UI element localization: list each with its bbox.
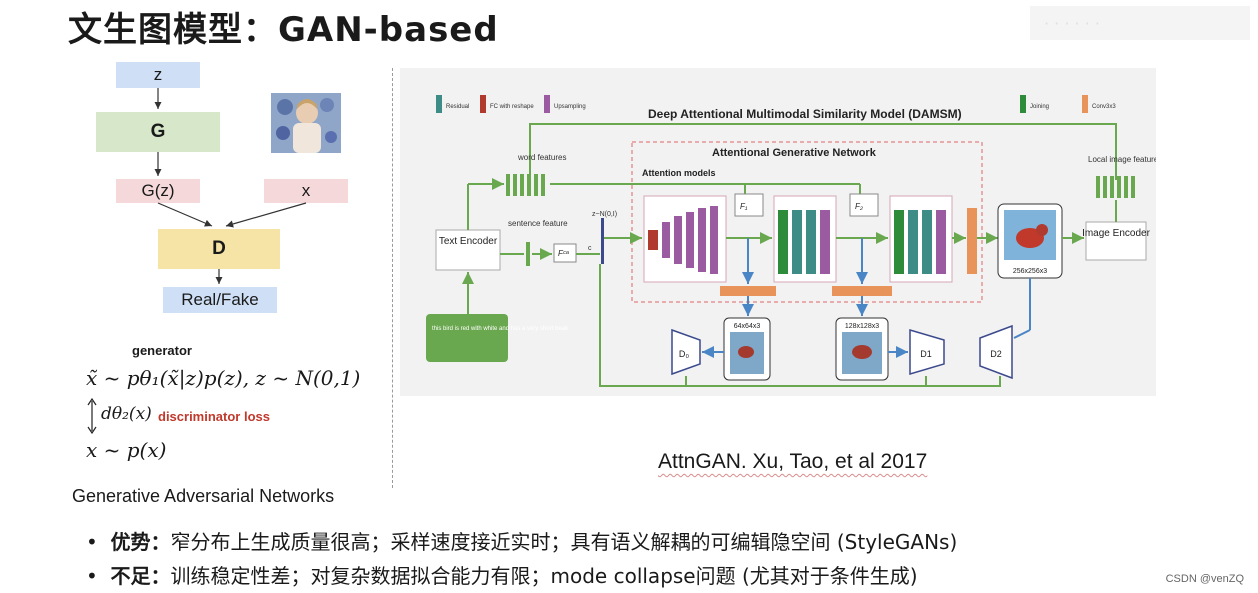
x-label: x (301, 181, 311, 200)
footer-credit: CSDN @venZQ (1165, 573, 1244, 585)
d2-label: D2 (990, 349, 1002, 359)
svg-text:F₁: F₁ (740, 202, 748, 211)
advantages-text: 窄分布上生成质量很高；采样速度接近实时；具有语义解耦的可编辑隐空间 (Style… (170, 530, 958, 554)
disadvantages-text: 训练稳定性差；对复杂数据拟合能力有限；mode collapse问题 (尤其对于… (170, 564, 918, 588)
gan-arrows (154, 88, 307, 284)
advantages-head: 优势： (110, 530, 171, 554)
generator-equation: x̃ ~ pθ₁(x̃|z)p(z), z ~ N(0,1) (86, 366, 361, 390)
discriminator-label: D (212, 238, 226, 259)
generator-text: generator (132, 343, 192, 358)
agn-title: Attentional Generative Network (712, 147, 877, 159)
damsm-title: Deep Attentional Multimodal Similarity M… (648, 107, 962, 121)
generator-box: G (96, 112, 220, 152)
discriminator-box: D (158, 229, 280, 269)
legend-joining: Joining (1030, 104, 1049, 110)
x-box: x (264, 179, 348, 203)
discriminator-equation: dθ₂(x) (101, 404, 152, 424)
gz-box: G(z) (116, 179, 200, 203)
text-encoder-label: Text Encoder (439, 236, 498, 247)
section-divider (392, 68, 393, 488)
prompt-text: this bird is red with white and has a ve… (432, 326, 569, 332)
attention-models-label: Attention models (642, 168, 716, 178)
page-title: 文生图模型：GAN-based (68, 10, 499, 50)
z-box: z (116, 62, 200, 88)
output-box: Real/Fake (163, 287, 277, 313)
image-encoder-label: Image Encoder (1082, 228, 1150, 239)
d0-label: D₀ (679, 349, 689, 359)
legend-upsampling-swatch (544, 95, 550, 113)
legend-residual: Residual (446, 104, 469, 110)
attngan-figure: Residual FC with reshape Upsampling Join… (400, 68, 1156, 396)
bullet-dot: • (86, 530, 111, 554)
res128-label: 128x128x3 (845, 323, 879, 330)
output-label: Real/Fake (181, 290, 259, 309)
d1-label: D1 (920, 349, 932, 359)
gz-label: G(z) (141, 181, 175, 200)
legend-residual-swatch (436, 95, 442, 113)
data-equation: x ~ p(x) (86, 438, 167, 462)
svg-text:· · · · · ·: · · · · · · (1044, 14, 1100, 33)
res256-label: 256x256x3 (1013, 268, 1047, 275)
legend-fc-swatch (480, 95, 486, 113)
generator-label: G (150, 121, 166, 142)
legend-upsampling: Upsampling (554, 104, 586, 110)
gan-caption: Generative Adversarial Networks (72, 486, 335, 506)
fca-label: Fᶜᵃ (558, 249, 570, 258)
noise-label: z~N(0,I) (592, 211, 617, 218)
res64-label: 64x64x3 (734, 323, 761, 330)
sample-painting-image (271, 93, 341, 153)
legend-joining-swatch (1020, 95, 1026, 113)
sentence-feature-label: sentence feature (508, 219, 568, 228)
z-label: z (153, 65, 163, 84)
watermark: · · · · · · (1030, 6, 1250, 40)
attngan-caption: AttnGAN. Xu, Tao, et al 2017 (658, 450, 928, 473)
bullet-dot: • (86, 564, 111, 588)
c-label: c (588, 245, 592, 252)
local-image-features-label: Local image features (1088, 155, 1156, 164)
advantages-bullet: • 优势：窄分布上生成质量很高；采样速度接近实时；具有语义解耦的可编辑隐空间 (… (86, 526, 957, 555)
word-features-label: word features (517, 153, 566, 162)
discriminator-loss-text: discriminator loss (158, 409, 270, 424)
legend-fc: FC with reshape (490, 104, 534, 110)
disadvantages-bullet: • 不足：训练稳定性差；对复杂数据拟合能力有限；mode collapse问题 … (86, 560, 918, 589)
legend-conv: Conv3x3 (1092, 104, 1116, 110)
legend-conv-swatch (1082, 95, 1088, 113)
disadvantages-head: 不足： (110, 564, 171, 588)
double-arrow-icon (87, 398, 97, 434)
svg-text:F₂: F₂ (855, 202, 863, 211)
